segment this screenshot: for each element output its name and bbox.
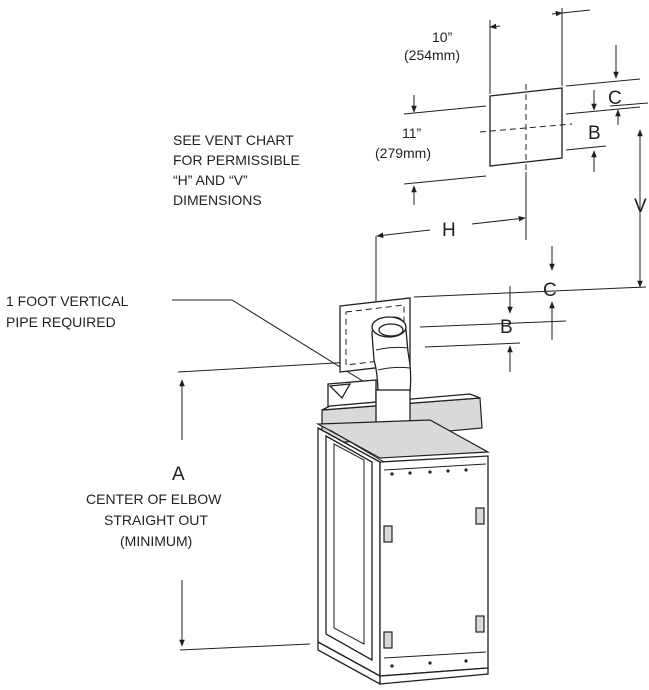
a-note-line-2: STRAIGHT OUT xyxy=(104,512,208,528)
a-dim-label: A xyxy=(172,464,185,485)
lower-dimensions: C B xyxy=(177,246,647,373)
fireplace-side xyxy=(379,455,489,677)
vent-chart-note: SEE VENT CHART FOR PERMISSIBLE “H” AND “… xyxy=(173,132,300,208)
lower-dim-c-label: C xyxy=(543,280,557,301)
upper-terminal-group: 10” (254mm) 11” (279mm) C B xyxy=(375,8,641,205)
height-mm-label: (279mm) xyxy=(375,145,431,161)
lower-terminal-group xyxy=(339,297,412,397)
h-dim-label: H xyxy=(442,220,456,241)
v-dim-label: V xyxy=(634,196,647,217)
width-mm-label: (254mm) xyxy=(404,47,460,63)
vent-note-line-3: “H” AND “V” xyxy=(173,172,248,188)
a-note-line-3: (MINIMUM) xyxy=(120,533,192,549)
vent-note-line-1: SEE VENT CHART xyxy=(173,132,294,148)
lower-dim-b-label: B xyxy=(500,317,513,338)
a-note-line-1: CENTER OF ELBOW xyxy=(86,491,222,507)
width-in-label: 10” xyxy=(432,29,453,45)
a-dimension: A CENTER OF ELBOW STRAIGHT OUT (MINIMUM) xyxy=(86,379,311,651)
upper-dim-c-label: C xyxy=(608,88,622,109)
h-dimension: H xyxy=(375,172,527,306)
pipe-note-line-1: 1 FOOT VERTICAL xyxy=(6,293,129,309)
vent-note-line-4: DIMENSIONS xyxy=(173,192,262,208)
vent-note-line-2: FOR PERMISSIBLE xyxy=(173,152,300,168)
pipe-note: 1 FOOT VERTICAL PIPE REQUIRED xyxy=(6,293,375,389)
height-in-label: 11” xyxy=(402,125,422,141)
upper-terminal-centerline-h xyxy=(479,123,573,133)
fireplace-unit xyxy=(315,379,491,686)
upper-dim-b-label: B xyxy=(588,123,601,144)
v-dimension: V xyxy=(609,102,649,288)
pipe-note-line-2: PIPE REQUIRED xyxy=(6,314,116,330)
